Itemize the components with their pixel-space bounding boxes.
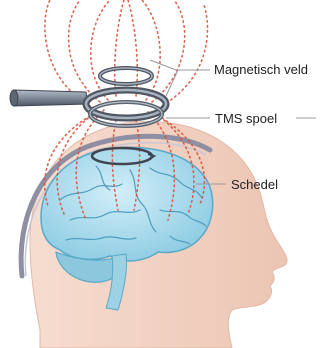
- label-tms-coil: TMS spoel: [215, 112, 277, 125]
- coil-handle: [14, 90, 88, 106]
- leader-field-2: [166, 70, 178, 96]
- label-skull: Schedel: [231, 178, 278, 191]
- label-magnetic-field: Magnetisch veld: [214, 63, 308, 76]
